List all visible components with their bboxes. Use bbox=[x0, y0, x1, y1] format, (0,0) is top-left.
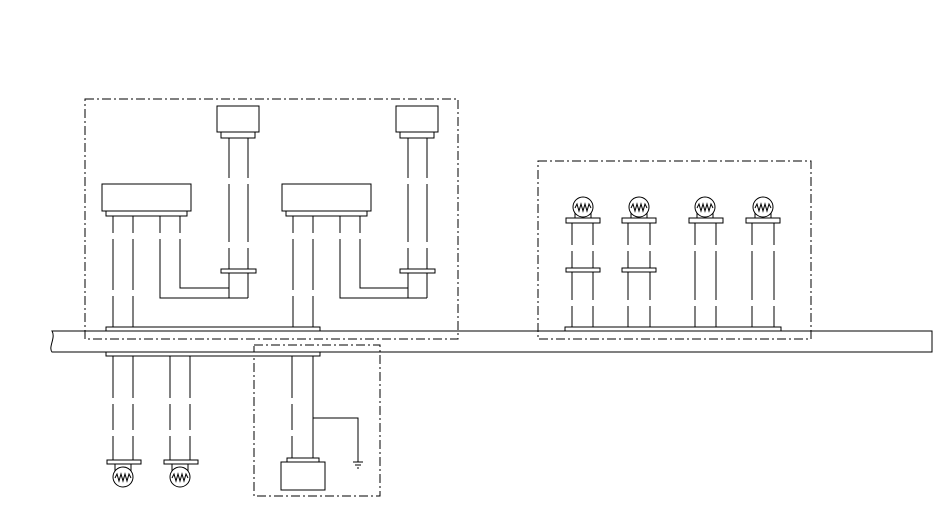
pump-box bbox=[280, 356, 359, 491]
right-sensor-group bbox=[537, 160, 812, 340]
pipe-top-unit-right bbox=[399, 138, 436, 298]
collector-bar-right bbox=[564, 326, 782, 332]
main-pipe bbox=[50, 330, 933, 353]
gauge-right-4 bbox=[745, 196, 781, 327]
tank-left bbox=[101, 183, 192, 217]
top-unit-left bbox=[216, 105, 260, 139]
tank-right-pipes bbox=[291, 216, 427, 327]
gauge-right-1 bbox=[565, 196, 601, 327]
gauge-right-2 bbox=[621, 196, 657, 327]
top-unit-right bbox=[395, 105, 439, 139]
collector-bar-left bbox=[105, 326, 321, 357]
pipe-top-unit-left bbox=[220, 138, 257, 298]
left-equipment-group bbox=[84, 98, 459, 340]
ground-symbol bbox=[353, 458, 363, 469]
tank-right bbox=[281, 183, 372, 217]
bottom-grounding-group bbox=[253, 344, 381, 497]
gauge-bottom-1 bbox=[106, 356, 142, 488]
gauge-right-3 bbox=[688, 196, 724, 327]
tank-left-pipes bbox=[111, 216, 248, 327]
gauge-bottom-2 bbox=[163, 356, 199, 488]
